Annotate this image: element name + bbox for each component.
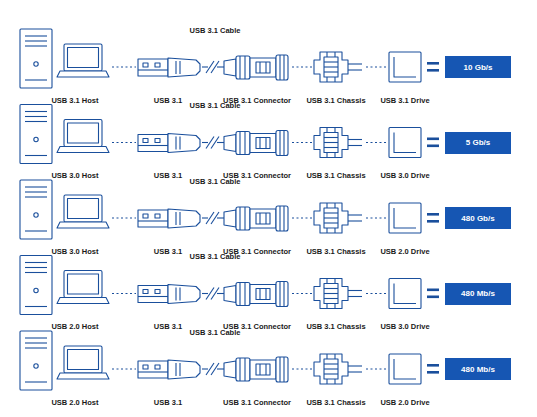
cable-label: USB 3.1 Cable — [190, 101, 241, 110]
speed-text: 480 Mb/s — [461, 365, 495, 374]
host-label: USB 3.0 Host — [51, 171, 98, 180]
chassis-label: USB 3.1 Chassis — [306, 398, 365, 407]
connector-label: USB 3.1 Connector — [223, 398, 291, 407]
speed-text: 5 Gb/s — [466, 138, 490, 147]
speed-box: 480 Mb/s — [445, 283, 511, 305]
speed-text: 480 Gb/s — [461, 214, 494, 223]
usb-row-illustration — [20, 256, 439, 315]
usb-row-illustration — [20, 180, 439, 239]
plug-label: USB 3.1 — [154, 247, 182, 256]
chassis-label: USB 3.1 Chassis — [306, 171, 365, 180]
drive-label: USB 3.1 Drive — [380, 96, 429, 105]
usb-row-illustration — [20, 331, 439, 390]
usb-row-illustration — [20, 105, 439, 164]
drive-label: USB 3.0 Drive — [380, 171, 429, 180]
chassis-label: USB 3.1 Chassis — [306, 247, 365, 256]
host-label: USB 3.0 Host — [51, 247, 98, 256]
drive-label: USB 2.0 Drive — [380, 247, 429, 256]
plug-label: USB 3.1 — [154, 322, 182, 331]
plug-label: USB 3.1 — [154, 398, 182, 407]
chassis-label: USB 3.1 Chassis — [306, 322, 365, 331]
cable-label: USB 3.1 Cable — [190, 177, 241, 186]
drive-label: USB 2.0 Drive — [380, 398, 429, 407]
plug-label: USB 3.1 — [154, 96, 182, 105]
speed-text: 480 Mb/s — [461, 289, 495, 298]
host-label: USB 3.1 Host — [51, 96, 98, 105]
cable-label: USB 3.1 Cable — [190, 328, 241, 337]
usb-row-illustration — [20, 29, 439, 88]
host-label: USB 2.0 Host — [51, 322, 98, 331]
speed-box: 480 Mb/s — [445, 358, 511, 380]
speed-box: 10 Gb/s — [445, 56, 511, 78]
speed-box: 5 Gb/s — [445, 132, 511, 154]
speed-text: 10 Gb/s — [464, 63, 493, 72]
cable-label: USB 3.1 Cable — [190, 26, 241, 35]
host-label: USB 2.0 Host — [51, 398, 98, 407]
plug-label: USB 3.1 — [154, 171, 182, 180]
speed-box: 480 Gb/s — [445, 207, 511, 229]
drive-label: USB 3.0 Drive — [380, 322, 429, 331]
cable-label: USB 3.1 Cable — [190, 252, 241, 261]
chassis-label: USB 3.1 Chassis — [306, 96, 365, 105]
